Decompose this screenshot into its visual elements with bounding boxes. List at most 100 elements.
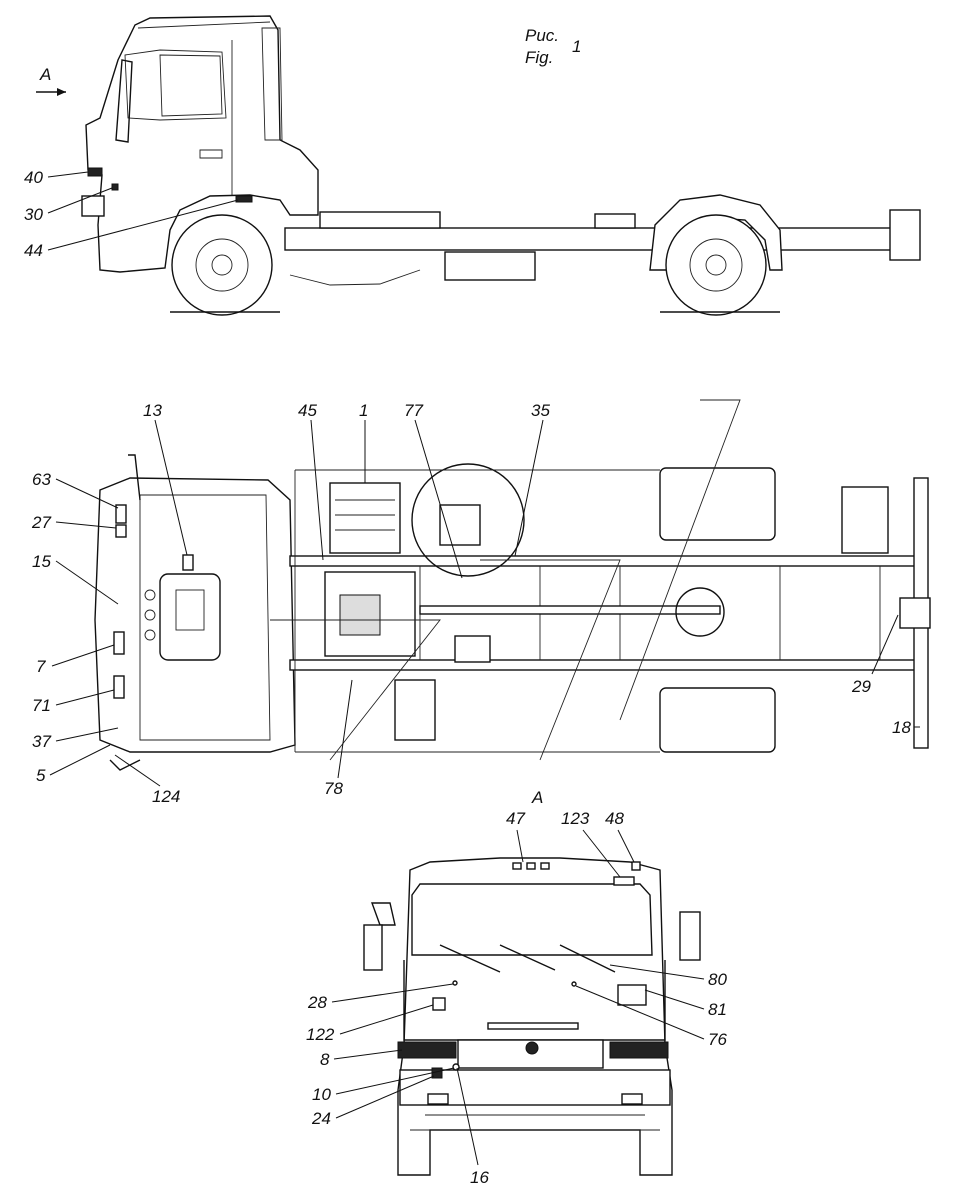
label-40: 40 [24, 168, 43, 187]
label-37: 37 [32, 732, 51, 751]
side-view-truck [81, 15, 921, 316]
label-18: 18 [892, 718, 911, 737]
leader-76 [575, 985, 705, 1040]
cab-window [124, 49, 227, 121]
driveshaft [419, 605, 721, 615]
title-ru: Рис. [525, 26, 559, 45]
figure-number: 1 [572, 37, 581, 56]
roof-light-13 [182, 554, 194, 571]
leader-27 [55, 521, 117, 529]
front-view-labels: 47 123 48 80 81 76 28 122 8 10 24 16 [306, 809, 727, 1187]
lower-bumper [410, 1114, 660, 1131]
label-5: 5 [36, 766, 46, 785]
marker-47c [540, 862, 550, 870]
label-48: 48 [605, 809, 624, 828]
arrow-head [57, 88, 66, 96]
brand-badge [525, 1041, 539, 1055]
lamp-122 [432, 997, 446, 1011]
rear-wheel-tire [665, 214, 767, 316]
leader-63 [55, 478, 119, 509]
exhaust-pipe [289, 269, 421, 286]
leader-122 [339, 1004, 434, 1035]
leader-30 [47, 187, 113, 214]
label-47: 47 [506, 809, 525, 828]
leader-16 [456, 1067, 479, 1166]
side-marker-44 [235, 195, 253, 203]
label-81: 81 [708, 1000, 727, 1019]
leader-37 [55, 727, 119, 742]
lamp-123 [613, 876, 635, 886]
side-mirror [115, 59, 133, 143]
fog-lamp-left [427, 1093, 449, 1105]
label-45: 45 [298, 401, 317, 420]
rear-box [841, 486, 889, 554]
fog-lamp-right [621, 1093, 643, 1105]
label-15: 15 [32, 552, 51, 571]
front-wheel-hub [211, 254, 233, 276]
marker-47b [526, 862, 536, 870]
frame-rail-lower [289, 659, 921, 671]
side-marker-30 [111, 183, 119, 191]
label-44: 44 [24, 241, 43, 260]
windshield [411, 883, 653, 956]
label-123: 123 [561, 809, 590, 828]
cab-roof-inner [139, 494, 271, 741]
rear-wheel-hub [705, 254, 727, 276]
rear-fender-bottom [659, 687, 776, 753]
mirror-arm-top [128, 454, 141, 501]
leader-35 [514, 419, 544, 557]
roof-line [137, 21, 271, 29]
side-marker-40 [87, 167, 103, 177]
label-76: 76 [708, 1030, 727, 1049]
label-124: 124 [152, 787, 180, 806]
leader-123 [582, 829, 621, 878]
leader-13 [154, 419, 188, 556]
battery-box [319, 211, 441, 229]
platform-outline [294, 469, 660, 753]
lamp-48 [631, 861, 641, 871]
leader-77 [414, 419, 463, 579]
battery-box-top [329, 482, 401, 554]
leader-124 [114, 754, 161, 787]
label-71: 71 [32, 696, 51, 715]
grille-top-bar [487, 1022, 579, 1030]
label-30: 30 [24, 205, 43, 224]
headlight-left [397, 1041, 457, 1059]
cab-body [85, 15, 319, 273]
label-24: 24 [311, 1109, 331, 1128]
fuel-tank [444, 251, 536, 281]
label-8: 8 [320, 1050, 330, 1069]
rear-axle-diff [675, 587, 725, 637]
marker-47a [512, 862, 522, 870]
mirror-right [679, 911, 701, 961]
rear-hitch [889, 209, 921, 261]
wipers [439, 944, 616, 973]
label-80: 80 [708, 970, 727, 989]
roof-vent-3 [144, 629, 156, 641]
roof-vent-1 [144, 589, 156, 601]
leader-47 [516, 829, 524, 863]
spare-wheel [411, 463, 525, 577]
leader-8 [333, 1049, 403, 1060]
label-1: 1 [359, 401, 368, 420]
leader-5 [49, 744, 111, 776]
front-view-truck [363, 857, 701, 1176]
leader-71 [55, 689, 115, 706]
label-122: 122 [306, 1025, 335, 1044]
leader-81 [644, 989, 705, 1010]
gearbox [339, 594, 381, 636]
roof-hatch [159, 573, 221, 661]
label-16: 16 [470, 1168, 489, 1187]
front-wheel-rim [195, 238, 249, 292]
cab-side-air-duct [261, 27, 283, 141]
label-13: 13 [143, 401, 162, 420]
plate-81 [617, 984, 647, 1006]
rear-wheel-rim [689, 238, 743, 292]
label-28: 28 [307, 993, 327, 1012]
hatch-inner [175, 589, 205, 631]
lamp-7 [113, 631, 125, 655]
frame-rail-upper [289, 555, 921, 567]
door-window [159, 54, 223, 117]
front-view-label: A [531, 788, 543, 807]
